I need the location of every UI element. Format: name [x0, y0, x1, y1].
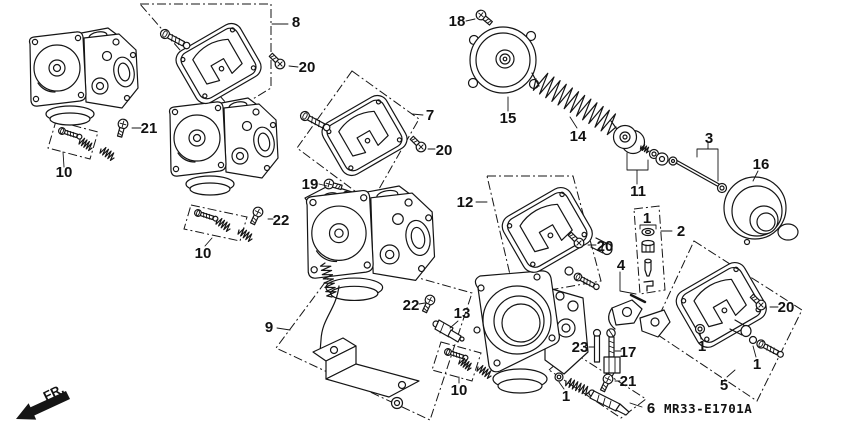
- callout-14: 14: [570, 128, 587, 145]
- callout-19: 19: [302, 176, 319, 193]
- screw-21-a: [114, 117, 130, 139]
- callout-11: 11: [630, 183, 646, 200]
- callout-2: 2: [677, 223, 685, 240]
- callout-21-a: 21: [141, 120, 158, 137]
- carburetor-assy-4: [474, 271, 588, 393]
- callout-1-c: 1: [698, 338, 706, 355]
- callout-7: 7: [426, 107, 434, 124]
- callout-1-a: 1: [643, 210, 651, 227]
- diagram-code: MR33-E1701A: [664, 401, 752, 416]
- callout-22-a: 22: [273, 212, 290, 229]
- screw-21-b: [597, 372, 615, 394]
- callout-12: 12: [457, 194, 474, 211]
- callout-1-b: 1: [562, 388, 570, 405]
- callout-10-c: 10: [451, 382, 468, 399]
- callout-16: 16: [753, 156, 770, 173]
- vacuum-chamber-cover-7: [298, 90, 412, 181]
- callout-6: 6: [647, 400, 655, 417]
- callout-3: 3: [705, 130, 713, 147]
- linkage-4: [609, 295, 670, 337]
- callout-22-b: 22: [403, 297, 420, 314]
- screw-20-b: [407, 133, 429, 155]
- box-chamber-set-12: [487, 176, 601, 296]
- box-needle-set-2: [634, 206, 665, 294]
- front-direction-arrow: FR.: [16, 381, 70, 420]
- drain-screw-assy-6: [555, 373, 629, 415]
- fuel-joint-13: [433, 320, 464, 342]
- callout-13: 13: [454, 305, 471, 322]
- callout-18: 18: [449, 13, 466, 30]
- callout-20-d: 20: [778, 299, 795, 316]
- screw-22-a: [247, 205, 265, 227]
- float-pin-23: [594, 330, 601, 363]
- callouts: 8 20 21 10 18 15 14 7 20 19 12 11 3 16 1…: [56, 13, 795, 417]
- screw-set-10-a: [57, 126, 114, 161]
- jet-needle-3: [669, 157, 727, 193]
- box-screw-set-10-c: [432, 342, 481, 381]
- diaphragm-cover-15: [469, 27, 539, 93]
- callout-21-b: 21: [620, 373, 637, 390]
- vacuum-piston-11: [614, 126, 669, 166]
- callout-8: 8: [292, 14, 300, 31]
- callout-9: 9: [265, 319, 273, 336]
- drain-screw-17: [604, 329, 620, 378]
- box-chamber-set-5: [652, 241, 802, 401]
- screw-20-a: [266, 50, 288, 72]
- top-cap-16: [724, 177, 798, 245]
- callout-15: 15: [500, 110, 517, 127]
- callout-leader-lines: [63, 19, 778, 407]
- callout-brackets: [620, 143, 718, 294]
- callout-10-a: 10: [56, 164, 73, 181]
- callout-4: 4: [617, 257, 626, 274]
- callout-17: 17: [620, 344, 637, 361]
- callout-5: 5: [720, 377, 728, 394]
- vacuum-chamber-cover-8: [158, 18, 266, 109]
- callout-20-c: 20: [597, 238, 614, 255]
- float-chamber-12: [497, 182, 612, 292]
- bracket-assy-9: [313, 263, 419, 409]
- float-chamber-5: [671, 257, 786, 360]
- callout-10-b: 10: [195, 245, 212, 262]
- screw-18: [473, 7, 495, 28]
- screw-set-10-b: [193, 208, 252, 242]
- callout-1-d: 1: [753, 356, 761, 373]
- carburetor-assy-1: [28, 27, 139, 126]
- box-screw-set-10-a: [48, 121, 98, 159]
- callout-20-a: 20: [299, 59, 316, 76]
- box-screw-set-10-b: [184, 205, 247, 241]
- callout-23: 23: [572, 339, 589, 356]
- needle-set-2-parts: [642, 229, 654, 292]
- box-bracket-set-9: [276, 257, 472, 420]
- carburetor-assy-2: [168, 97, 279, 196]
- screw-set-10-c: [443, 347, 491, 379]
- callout-20-b: 20: [436, 142, 453, 159]
